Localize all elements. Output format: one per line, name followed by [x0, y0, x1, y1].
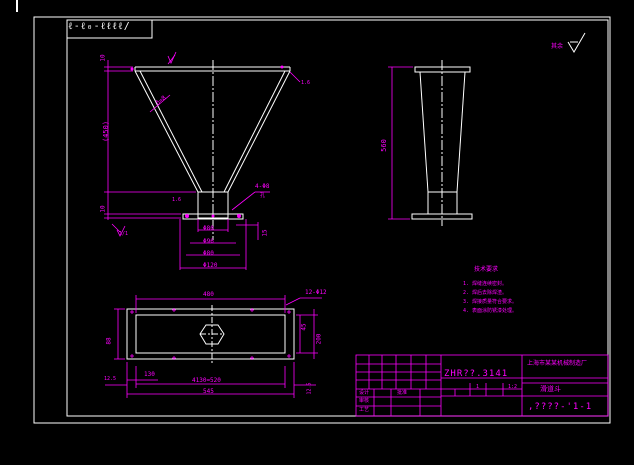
top-dim-left-height: 88 — [105, 337, 113, 345]
dim-flange-height: 15 — [261, 229, 269, 237]
title-block — [355, 354, 609, 417]
title-label-review: 审核 — [359, 398, 370, 404]
sheet-outer-frame — [33, 16, 611, 424]
window-edge-marker — [16, 0, 18, 12]
title-label-design: 设计 — [359, 390, 370, 396]
title-scale: 1:2 — [508, 384, 518, 390]
dim-top-thickness: 10 — [99, 54, 107, 62]
tech-requirements-title: 技术要求 — [474, 266, 499, 273]
top-dim-holes: 12-Φ12 — [305, 289, 327, 296]
top-dim-edge-left: 12.5 — [104, 376, 117, 382]
top-dim-pitch-total: 4130=520 — [192, 377, 221, 384]
dim-weld-left: 1.6 — [172, 197, 182, 203]
top-dim-pitch-left: 130 — [144, 371, 155, 378]
top-view-dimensions — [105, 295, 322, 398]
surface-finish-mark-icon — [116, 51, 177, 237]
dim-flange-width: Φ120 — [203, 262, 218, 269]
top-view-holes — [130, 308, 291, 360]
part-name: 滑道斗 — [540, 385, 561, 393]
title-label-approve: 批准 — [397, 390, 408, 396]
dim-height: (450) — [102, 120, 111, 143]
dim-bottom-mid: Φ96 — [203, 238, 214, 245]
drawing-code: ,????-'1-1 — [528, 402, 593, 412]
front-view-dimensions — [104, 54, 301, 270]
tech-requirement-1: 1. 焊缝连续密封。 — [463, 281, 508, 287]
top-dim-inner-width: 45 — [300, 323, 308, 331]
company-name: 上海市某某机械制造厂 — [527, 360, 588, 367]
top-dim-total-width: 545 — [203, 388, 214, 395]
weld-symbols — [130, 65, 284, 218]
title-label-process: 工艺 — [359, 407, 370, 413]
dim-datum: 1/1 — [119, 231, 129, 237]
title-stamp: ℓ-ℓ₀-ℓℓℓℓ/ — [68, 21, 131, 32]
sheet-inner-frame — [66, 19, 609, 417]
dim-weld-right: 1.6 — [301, 80, 311, 86]
title-sheet: 1 — [476, 384, 480, 390]
top-view[interactable] — [126, 305, 295, 363]
top-dim-outer-height: 200 — [315, 333, 323, 345]
dim-holes-sub: 孔 — [260, 193, 266, 199]
tech-requirement-3: 3. 焊接质量符合要求。 — [463, 299, 518, 305]
dim-bottom-outer: Φ80 — [203, 250, 214, 257]
dim-holes: 4-Φ8 — [255, 183, 270, 190]
side-view[interactable] — [411, 60, 473, 226]
dim-bottom-thickness: 10 — [99, 205, 107, 213]
dim-bottom-inner: Φ80 — [203, 225, 214, 232]
tech-requirement-2: 2. 焊后去除焊渣。 — [463, 290, 508, 296]
tech-requirement-4: 4. 表面涂防锈漆处理。 — [463, 308, 518, 314]
side-view-dimensions — [388, 66, 413, 220]
top-dim-edge-right: 12.5 — [306, 382, 313, 395]
roughness-symbol-icon — [567, 32, 586, 53]
drawing-number: ZHR??.3141 — [444, 369, 509, 379]
side-dim-height: 560 — [379, 139, 388, 152]
top-dim-overall: 480 — [203, 291, 214, 298]
front-view[interactable] — [134, 60, 291, 240]
stamp-box — [66, 19, 153, 39]
roughness-label: 其余 — [551, 43, 564, 50]
